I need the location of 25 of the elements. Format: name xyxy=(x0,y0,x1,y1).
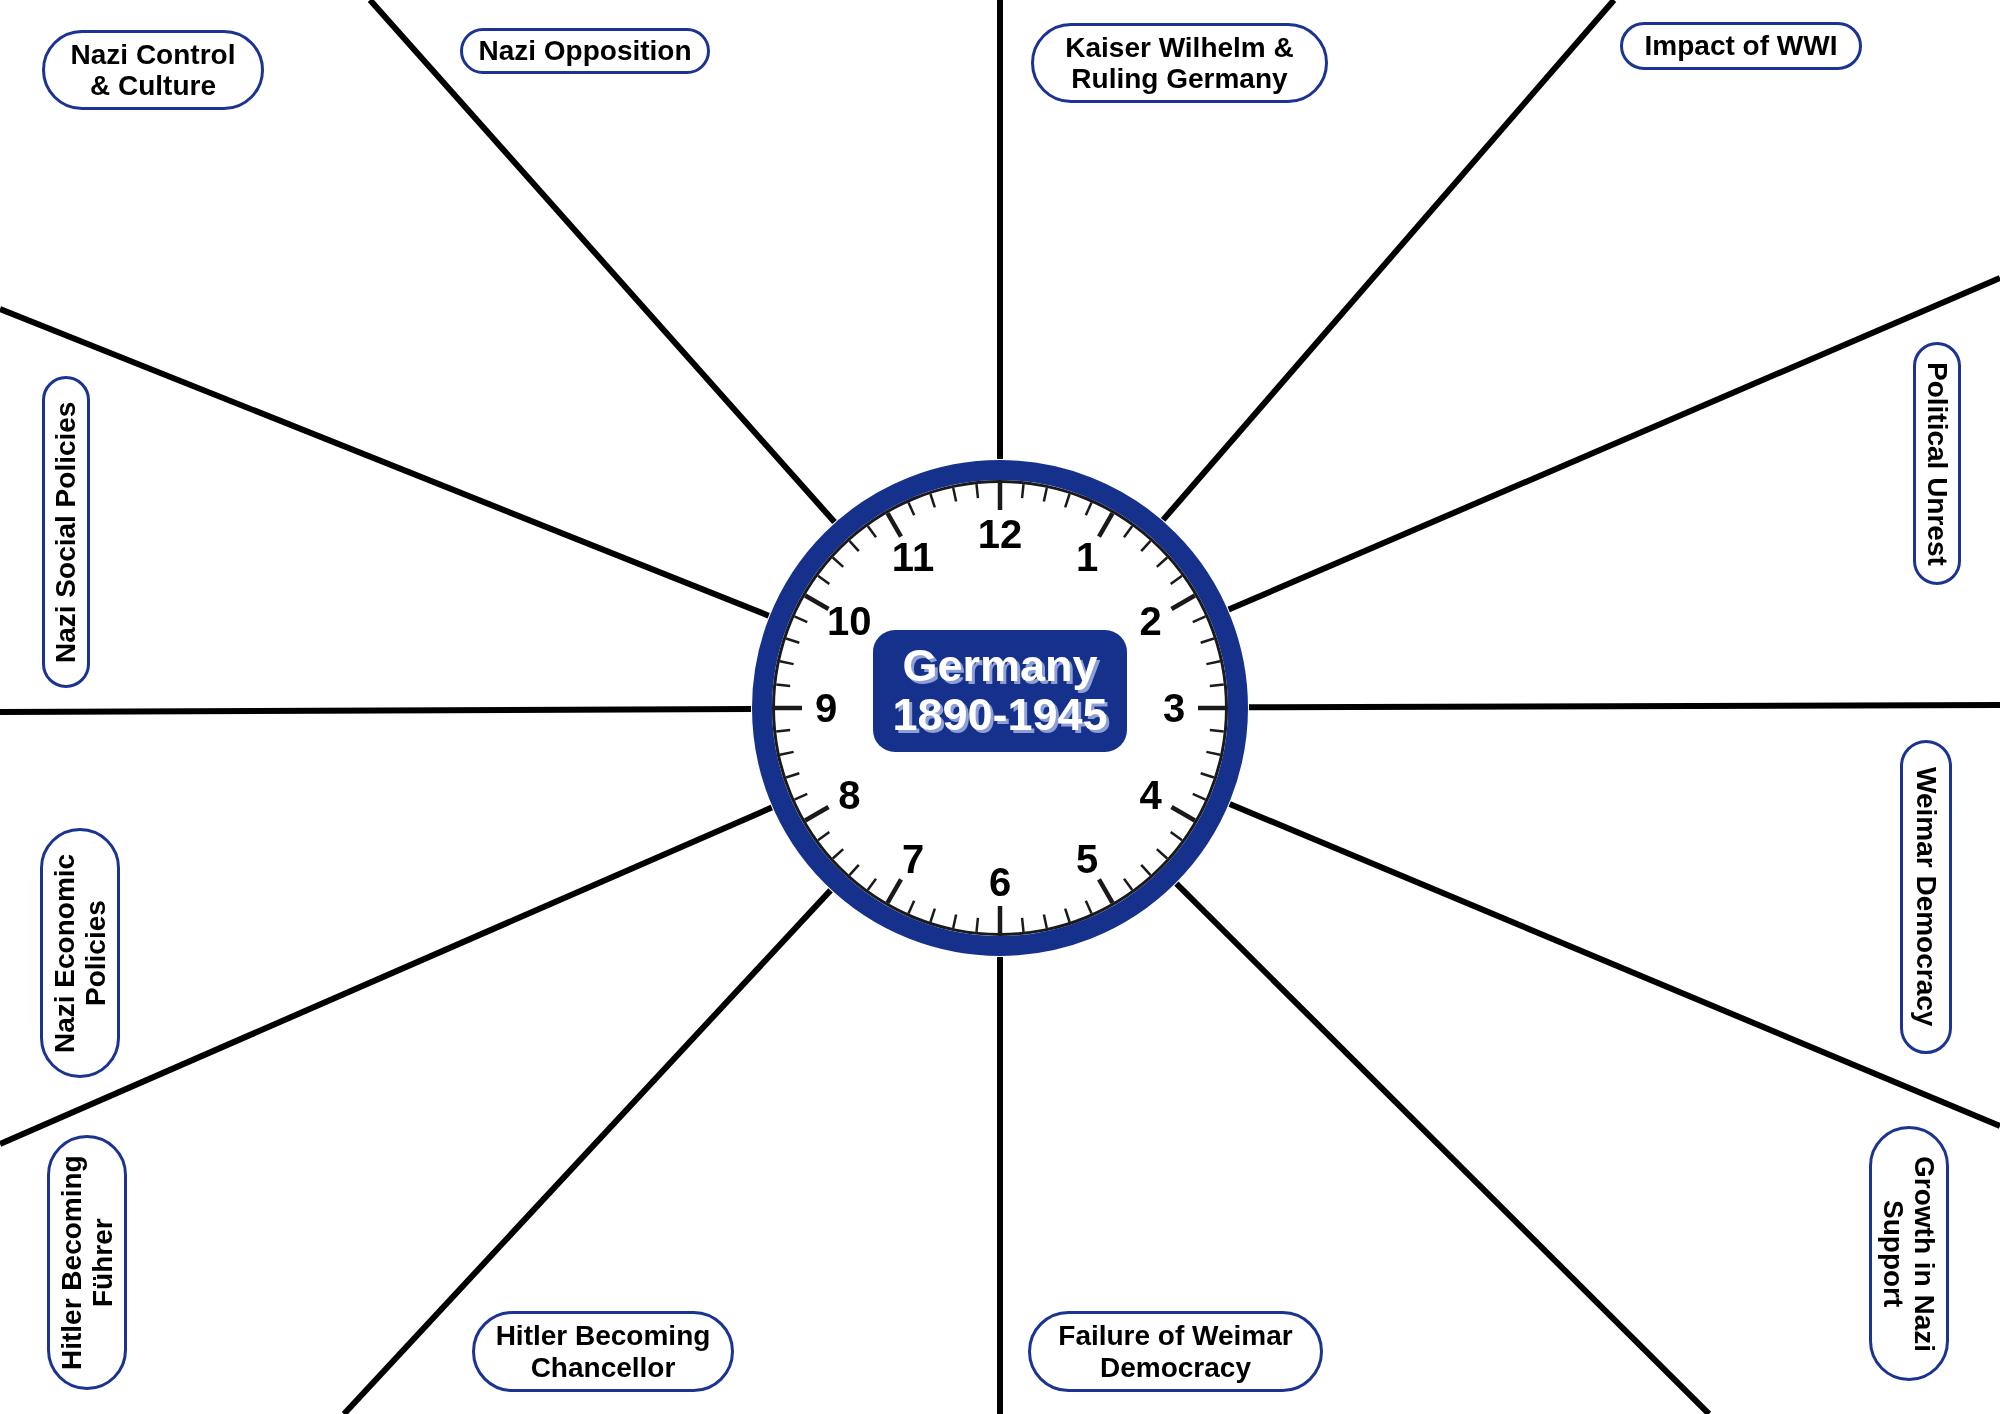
topic-pill: Political Unrest xyxy=(1913,342,1961,585)
topic-pill: Nazi Social Policies xyxy=(42,376,90,688)
hour-number: 9 xyxy=(814,688,838,728)
topic-pill: Kaiser Wilhelm & Ruling Germany xyxy=(1031,23,1328,103)
hour-number: 4 xyxy=(1139,775,1162,815)
title-banner: Germany 1890-1945 xyxy=(873,630,1127,752)
topic-pill: Nazi Economic Policies xyxy=(40,828,120,1078)
topic-pill: Hitler Becoming Chancellor xyxy=(472,1311,734,1392)
topic-pill: Failure of Weimar Democracy xyxy=(1028,1311,1323,1392)
hour-number: 12 xyxy=(977,514,1023,554)
hour-number: 10 xyxy=(827,601,872,641)
hour-number: 8 xyxy=(838,775,861,815)
topic-pill: Impact of WWI xyxy=(1620,22,1862,70)
topic-pill: Growth in Nazi Support xyxy=(1869,1126,1949,1381)
hour-number: 5 xyxy=(1075,838,1099,879)
hour-number: 11 xyxy=(891,537,935,578)
topic-pill: Nazi Control & Culture xyxy=(42,30,264,110)
topic-pill: Nazi Opposition xyxy=(460,28,710,74)
hour-number: 2 xyxy=(1139,601,1162,641)
topic-pill: Hitler Becoming Führer xyxy=(47,1135,127,1390)
hour-number: 7 xyxy=(901,838,925,879)
hour-number: 6 xyxy=(988,862,1012,902)
topic-pill: Weimar Democracy xyxy=(1900,740,1952,1054)
hour-number: 3 xyxy=(1162,688,1186,728)
hour-number: 1 xyxy=(1075,537,1099,578)
